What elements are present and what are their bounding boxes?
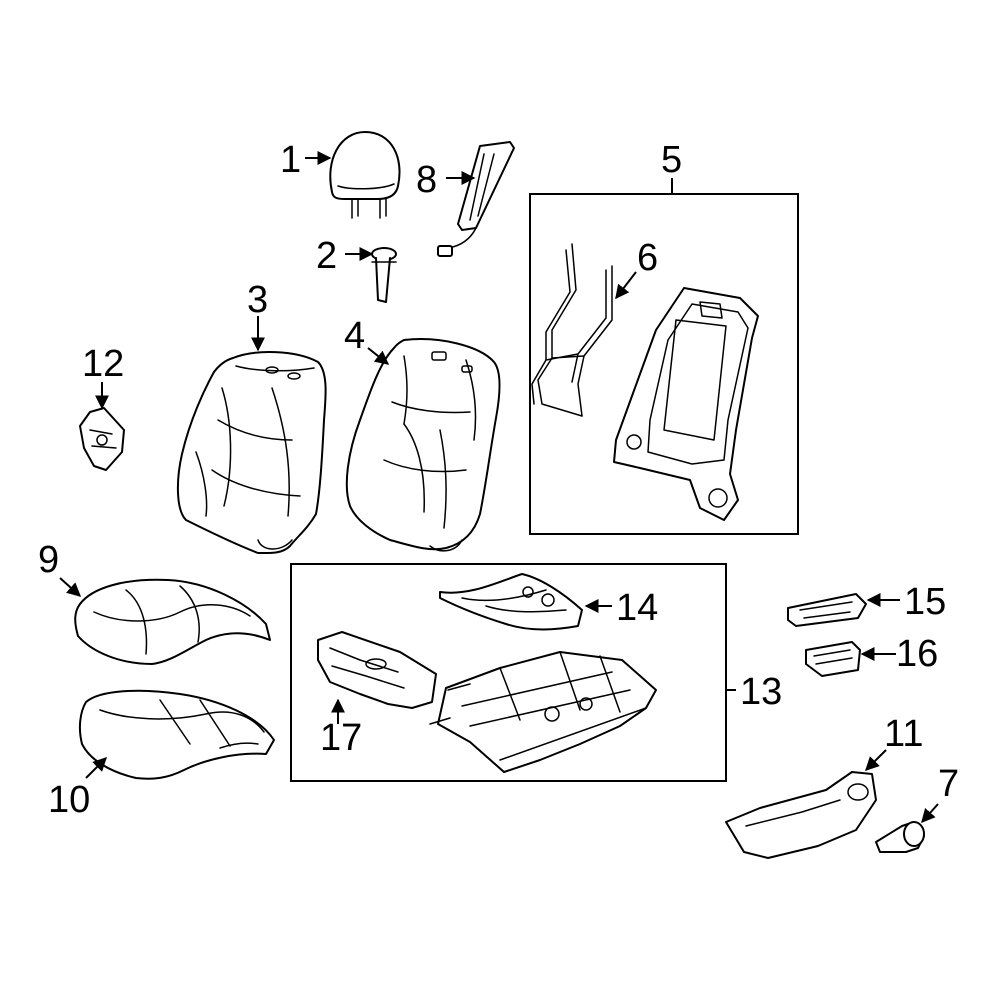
leader-9 [59, 577, 82, 597]
callout-12: 12 [82, 343, 124, 385]
leader-10 [85, 757, 107, 779]
leader-4 [367, 347, 390, 365]
side-shield-part[interactable] [725, 771, 877, 859]
headrest-guide-part[interactable] [371, 247, 397, 303]
leader-11 [865, 749, 887, 771]
callout-10: 10 [48, 779, 90, 821]
switch-bezel-part[interactable] [787, 593, 867, 627]
callout-7: 7 [938, 763, 959, 805]
cushion-cover-part[interactable] [74, 578, 271, 665]
callout-14: 14 [616, 587, 658, 629]
callout-2: 2 [316, 235, 337, 277]
seatback-cover-part[interactable] [176, 351, 327, 555]
callout-9: 9 [38, 539, 59, 581]
headrest-part[interactable] [329, 131, 401, 219]
seatback-frame-group-box [529, 193, 799, 535]
callout-3: 3 [247, 279, 268, 321]
cushion-panel-part[interactable] [317, 631, 437, 709]
callout-1: 1 [280, 139, 301, 181]
knob-part[interactable] [875, 821, 925, 853]
callout-11: 11 [884, 713, 923, 755]
callout-15: 15 [904, 581, 946, 623]
recliner-cover-part[interactable] [79, 407, 125, 471]
seat-adjuster-group-box [290, 563, 727, 782]
leader-6 [615, 271, 637, 300]
callout-17: 17 [320, 717, 362, 759]
seatback-pad-part[interactable] [345, 338, 501, 552]
callout-6: 6 [637, 237, 658, 279]
callout-8: 8 [416, 159, 437, 201]
cushion-frame-part[interactable] [439, 573, 583, 631]
callout-13: 13 [740, 671, 782, 713]
callout-5: 5 [661, 139, 682, 181]
seatback-frame-part[interactable] [613, 287, 759, 521]
callout-4: 4 [344, 315, 365, 357]
seatback-spring-part[interactable] [531, 243, 613, 417]
cushion-pad-part[interactable] [78, 689, 275, 780]
seat-adjuster-part[interactable] [429, 651, 657, 773]
leader-7 [921, 803, 939, 824]
side-airbag-part[interactable] [437, 141, 515, 257]
power-switch-part[interactable] [805, 641, 861, 677]
callout-16: 16 [896, 633, 938, 675]
